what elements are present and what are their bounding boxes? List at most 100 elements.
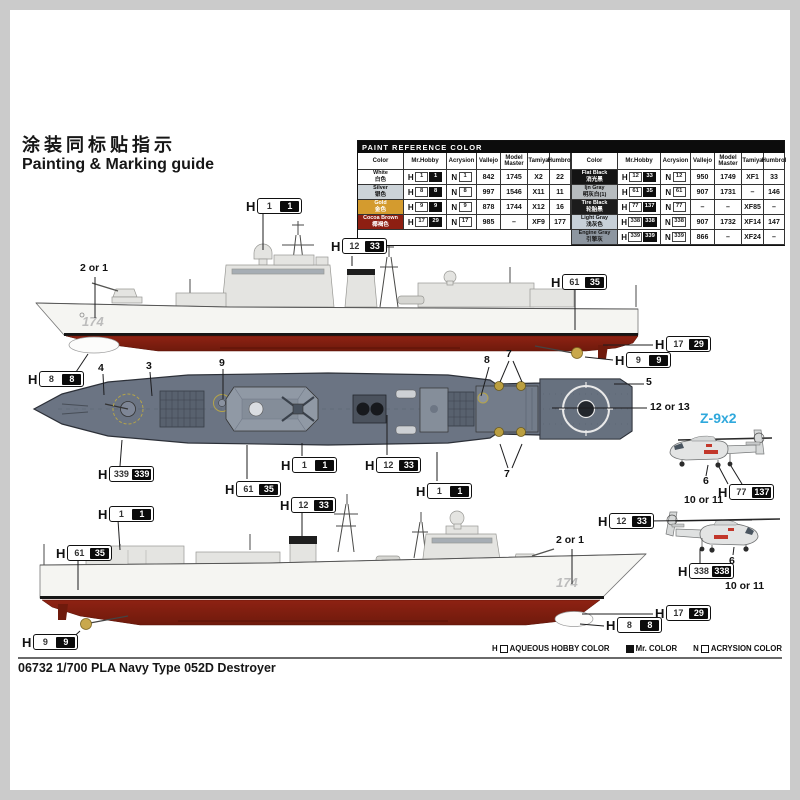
modelmaster-cell: 1732: [715, 215, 742, 230]
funnel: [344, 273, 378, 308]
col-header: Humbrol: [762, 153, 786, 170]
anchor-chains: [61, 403, 89, 415]
vallejo-cell: 842: [477, 170, 501, 185]
part-label-8: 8: [484, 354, 490, 366]
part-label-7-bottom: 7: [504, 468, 510, 480]
modelmaster-cell: 1546: [501, 185, 528, 200]
red-stripe: [704, 450, 718, 454]
vallejo-cell: 866: [691, 230, 715, 245]
hangar-block: [417, 282, 535, 308]
humbrol-cell: 147: [764, 215, 785, 230]
red-stripe: [714, 535, 728, 539]
col-header: Tamiya: [742, 153, 764, 170]
masts: [189, 221, 637, 308]
sonar-dome: [554, 611, 594, 627]
fuselage: [699, 523, 759, 546]
hull-number: 174: [556, 575, 578, 590]
tamiya-cell: –: [742, 185, 764, 200]
anchor: [79, 312, 85, 318]
part-label-4: 4: [98, 362, 104, 374]
sonar-dome: [68, 336, 120, 354]
humbrol-cell: 33: [764, 170, 785, 185]
footer-rule: [18, 657, 782, 659]
vallejo-cell: 997: [477, 185, 501, 200]
col-header: Color: [358, 153, 404, 170]
boat: [395, 425, 417, 435]
part-label-6-heli1: 6: [703, 475, 709, 487]
modelmaster-cell: –: [715, 230, 742, 245]
part-label-2or1-bottom: 2 or 1: [556, 534, 585, 546]
hatch: [477, 392, 489, 404]
tamiya-cell: XF14: [742, 215, 764, 230]
aqueous-box-icon: [499, 644, 508, 653]
wheel: [727, 461, 733, 467]
gun-arc-ring: [112, 393, 144, 425]
part-label-12or13: 12 or 13: [650, 401, 690, 413]
wheel: [715, 462, 721, 468]
modelmaster-cell: 1744: [501, 200, 528, 215]
life-rafts: [494, 381, 526, 437]
vallejo-cell: 950: [691, 170, 715, 185]
col-header: Acrysion: [447, 153, 477, 170]
tamiya-cell: X11: [528, 185, 550, 200]
part-label-5: 5: [646, 376, 652, 388]
wheel: [679, 461, 685, 467]
part-label-2or1-top: 2 or 1: [80, 262, 109, 274]
gun-barrel: [531, 548, 555, 557]
humbrol-cell: –: [764, 200, 785, 215]
funnel-cap-black: [289, 536, 317, 544]
cockpit-windows: [674, 443, 684, 450]
humbrol-cell: 177: [550, 215, 571, 230]
paint-reference-table: PAINT REFERENCE COLOR Color Mr.Hobby Acr…: [357, 140, 786, 246]
hull-number: 174: [82, 314, 104, 329]
col-header: Mr.Hobby: [404, 153, 447, 170]
humbrol-cell: 146: [764, 185, 785, 200]
col-header: Tamiya: [528, 153, 550, 170]
col-header: Mr.Hobby: [618, 153, 661, 170]
humbrol-cell: 22: [550, 170, 571, 185]
page-title-english: Painting & Marking guide: [22, 156, 215, 173]
humbrol-cell: –: [764, 230, 785, 245]
rudder: [58, 604, 68, 620]
vallejo-cell: 985: [477, 215, 501, 230]
fuselage: [669, 439, 729, 461]
mrcolor-box-icon: [625, 644, 634, 653]
humbrol-cell: 16: [550, 200, 571, 215]
propeller: [80, 618, 92, 630]
bridge-top: [225, 386, 319, 432]
humbrol-cell: 11: [550, 185, 571, 200]
propeller: [571, 347, 583, 359]
tamiya-cell: X2: [528, 170, 550, 185]
vallejo-cell: 907: [691, 185, 715, 200]
tamiya-cell: XF9: [528, 215, 550, 230]
superstructure: [111, 243, 575, 308]
